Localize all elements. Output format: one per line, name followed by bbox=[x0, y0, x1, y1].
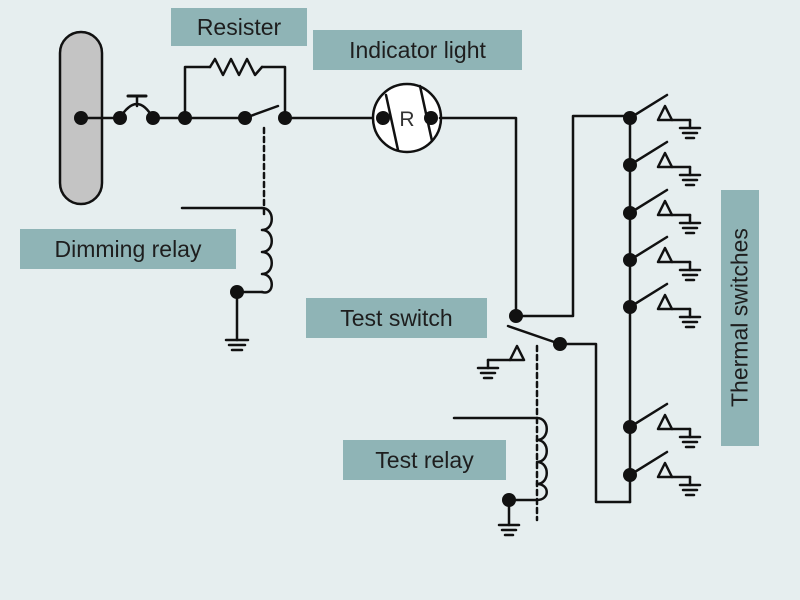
thermal-switch bbox=[628, 402, 702, 449]
push-button-switch bbox=[79, 94, 247, 120]
label-test-switch: Test switch bbox=[306, 298, 487, 338]
label-dimming-relay: Dimming relay bbox=[20, 229, 236, 269]
label-indicator-light: Indicator light bbox=[313, 30, 522, 70]
thermal-switch bbox=[628, 188, 702, 235]
resistor-bypass bbox=[183, 57, 287, 120]
test-switch-contact bbox=[476, 114, 632, 522]
junction-dots bbox=[74, 111, 637, 507]
label-resister: Resister bbox=[171, 8, 307, 46]
thermal-switch bbox=[628, 235, 702, 282]
label-thermal-switches: Thermal switches bbox=[721, 190, 759, 446]
thermal-switch bbox=[628, 93, 702, 140]
lamp-letter: R bbox=[399, 108, 414, 131]
thermal-switch bbox=[628, 282, 702, 329]
label-test-relay: Test relay bbox=[343, 440, 506, 480]
dimming-relay-contact bbox=[243, 104, 377, 217]
thermal-switch bbox=[628, 140, 702, 187]
wire-to-test-switch bbox=[438, 116, 518, 318]
thermal-switch bbox=[628, 450, 702, 497]
